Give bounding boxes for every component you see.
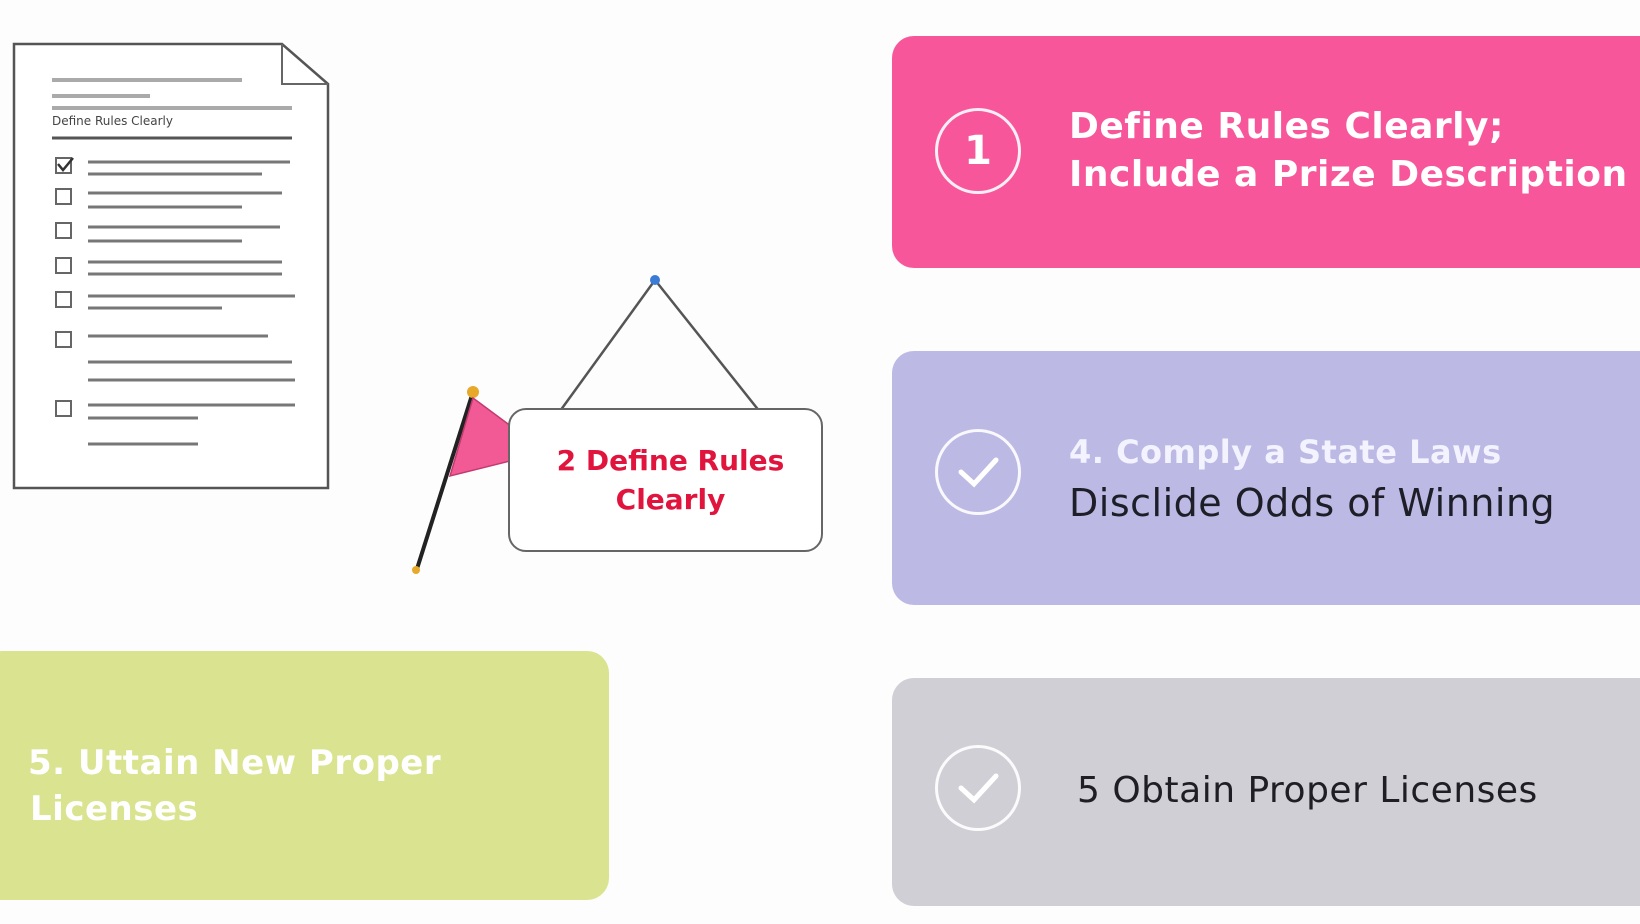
check-icon [958, 457, 999, 488]
card-obtain-new-licenses: 5. Uttain New Proper Licenses [0, 651, 609, 900]
document-heading: Define Rules Clearly [52, 114, 173, 128]
sign-text-line1: 2 Define Rules [556, 444, 785, 477]
check-circle [935, 429, 1021, 515]
check-icon [958, 773, 999, 804]
check-circle [935, 745, 1021, 831]
card-title-line1: Define Rules Clearly; [1069, 106, 1504, 147]
card-obtain-licenses: 5 Obtain Proper Licenses [892, 678, 1640, 906]
checklist-document-illustration [12, 42, 330, 490]
card-title-line1: 4. Comply a State Laws [1069, 433, 1502, 471]
card-define-rules: 1 Define Rules Clearly; Include a Prize … [892, 36, 1640, 268]
step-number-badge: 1 [935, 108, 1021, 194]
card-title-line2: Include a Prize Description [1069, 154, 1628, 195]
sign-text-line2: Clearly [615, 483, 726, 516]
sign-hanger [553, 275, 769, 423]
card-title-line2: Licenses [30, 789, 199, 829]
card-comply-state-laws: 4. Comply a State Laws Disclide Odds of … [892, 351, 1640, 605]
hanging-sign: 2 Define Rules Clearly [508, 408, 823, 552]
card-title: 5 Obtain Proper Licenses [1077, 770, 1538, 811]
card-title-line1: 5. Uttain New Proper [28, 743, 442, 783]
card-title-line2: Disclide Odds of Winning [1069, 481, 1556, 525]
